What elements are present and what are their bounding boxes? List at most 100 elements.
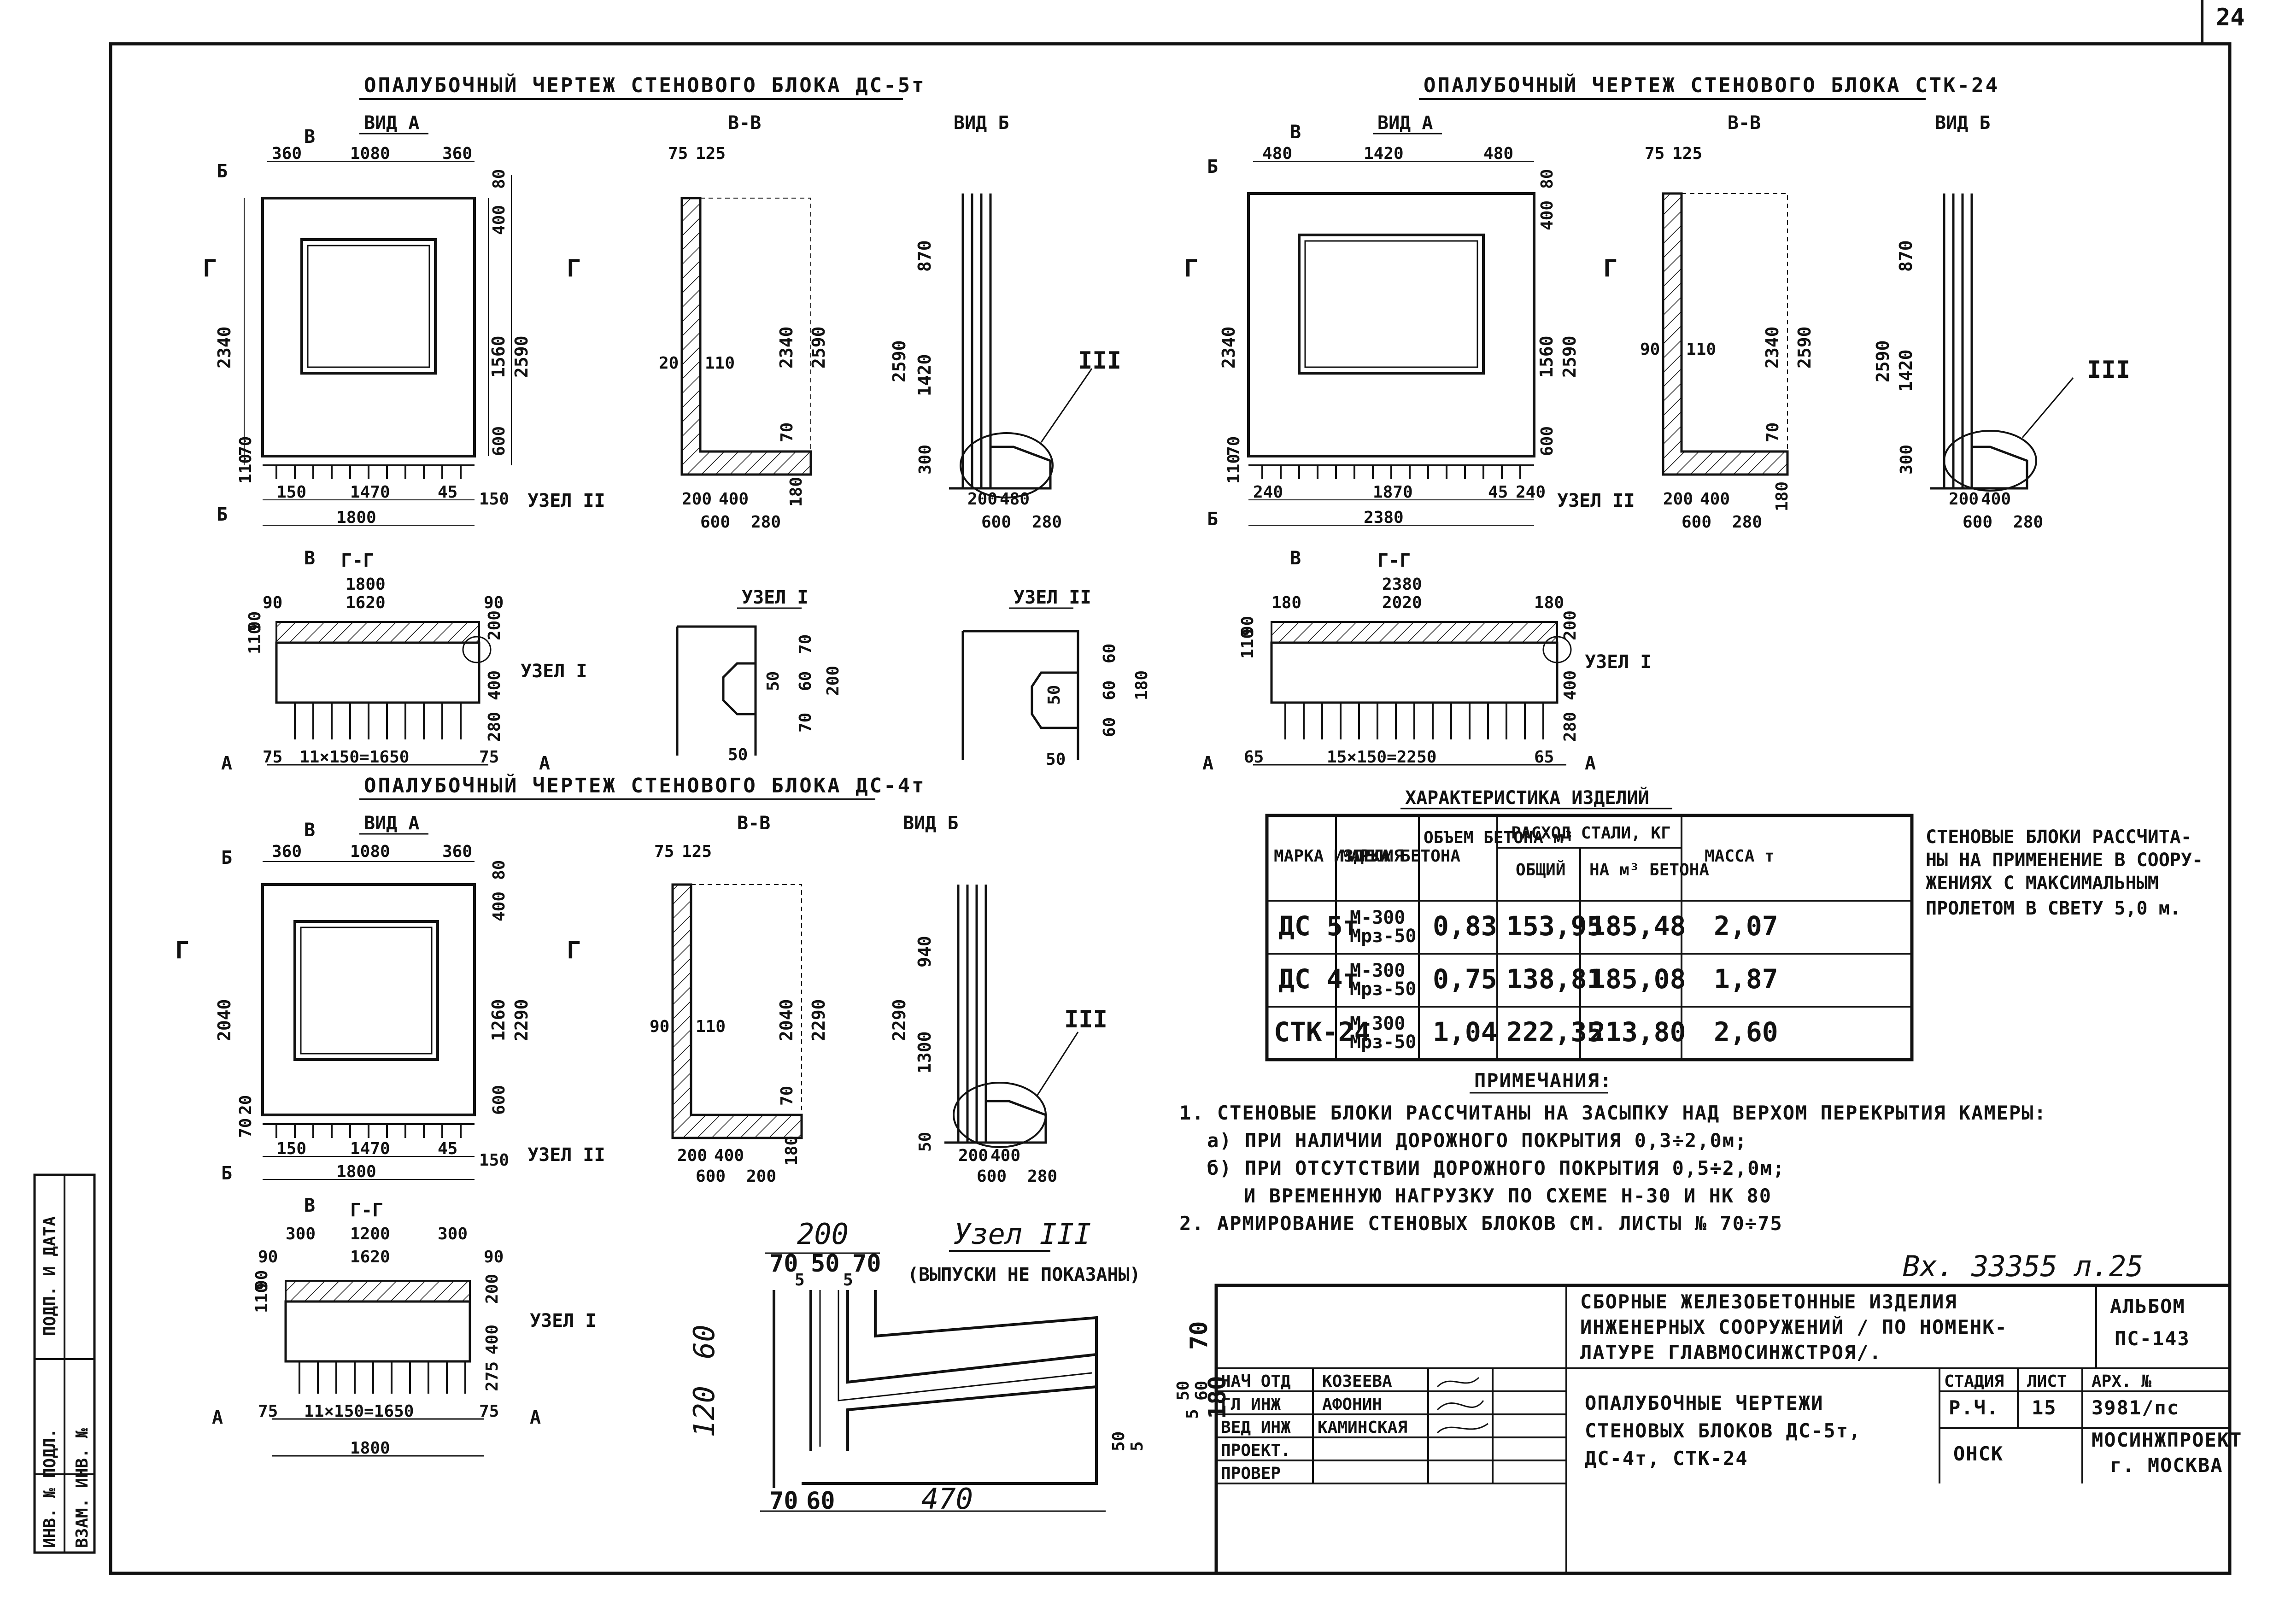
dimension-label: 300 bbox=[916, 445, 935, 475]
dimension-label: 65 bbox=[1244, 748, 1264, 767]
dimension-label: 5 bbox=[1183, 1409, 1202, 1419]
dimension-label: ВИД А bbox=[364, 813, 419, 834]
dimension-label: 138,81 bbox=[1506, 963, 1603, 995]
stk24-drawing: ОПАЛУБОЧНЫЙ ЧЕРТЕЖ СТЕНОВОГО БЛОКА СТК-2… bbox=[1184, 73, 2130, 774]
row3-mark: СТК-24 bbox=[1274, 1016, 1371, 1048]
signature-2 bbox=[1436, 1400, 1484, 1411]
dimension-label: Г bbox=[175, 937, 189, 964]
dimension-label: 110 bbox=[236, 454, 255, 484]
dimension-label: В-В bbox=[737, 813, 770, 834]
dimension-label: 280 bbox=[751, 513, 781, 532]
dimension-label: 2. АРМИРОВАНИЕ СТЕНОВЫХ БЛОКОВ СМ. ЛИСТЫ… bbox=[1179, 1212, 1783, 1235]
dimension-label: Г bbox=[1603, 255, 1617, 282]
ds4t-drawing: ОПАЛУБОЧНЫЙ ЧЕРТЕЖ СТЕНОВОГО БЛОКА ДС-4т… bbox=[175, 773, 1107, 1458]
dimension-label: 2340 bbox=[1219, 326, 1239, 369]
dimension-label: 75 bbox=[668, 144, 688, 163]
dimension-label: В bbox=[304, 820, 315, 841]
dimension-label: А bbox=[221, 753, 232, 774]
ds5t-title: ОПАЛУБОЧНЫЙ ЧЕРТЕЖ СТЕНОВОГО БЛОКА ДС-5т bbox=[364, 73, 926, 97]
dimension-label: 75 bbox=[479, 1402, 499, 1421]
dimension-label: 400 bbox=[490, 205, 509, 235]
dimension-label: ГЛ ИНЖ bbox=[1221, 1395, 1281, 1414]
dimension-label: 213,80 bbox=[1589, 1016, 1686, 1048]
dimension-label: РАСХОД СТАЛИ, КГ bbox=[1511, 824, 1671, 843]
dimension-label: 2040 bbox=[776, 999, 797, 1041]
dimension-label: 70 bbox=[1225, 436, 1243, 456]
side-stamp-2: ПОДП. И ДАТА bbox=[41, 1216, 59, 1336]
dimension-label: 90 bbox=[1238, 616, 1257, 636]
row1-mark: ДС 5т bbox=[1278, 910, 1359, 942]
dimension-label: 600 bbox=[700, 513, 730, 532]
stk24-title: ОПАЛУБОЧНЫЙ ЧЕРТЕЖ СТЕНОВОГО БЛОКА СТК-2… bbox=[1424, 73, 1999, 97]
dimension-label: 45 bbox=[1488, 483, 1508, 502]
dimension-label: 70 bbox=[796, 713, 815, 733]
dimension-label: 90 bbox=[650, 1017, 669, 1036]
dimension-label: 360 bbox=[272, 144, 302, 163]
stk24-uzel2-label: УЗЕЛ II bbox=[1557, 490, 1635, 511]
dimension-label: Мрз-50 bbox=[1350, 1032, 1417, 1053]
dimension-label: 65 bbox=[1534, 748, 1554, 767]
dimension-label: 150 bbox=[276, 483, 306, 502]
dimension-label: 200 bbox=[483, 1274, 502, 1304]
uzel1-drawing: УЗЕЛ I 70 60 70 200 50 50 bbox=[676, 587, 843, 764]
dimension-label: 110 bbox=[246, 624, 264, 654]
ds5t-uzel2-label: УЗЕЛ II bbox=[527, 490, 605, 511]
dimension-label: ВИД Б bbox=[1935, 112, 1990, 134]
dimension-label: 275 bbox=[483, 1361, 502, 1391]
ds4t-uzel2-label: УЗЕЛ II bbox=[527, 1144, 605, 1166]
dimension-label: 280 bbox=[1027, 1167, 1057, 1186]
dimension-label: 60 bbox=[687, 1325, 721, 1359]
dimension-label: 70 bbox=[236, 1118, 255, 1138]
dimension-label: 2380 bbox=[1382, 575, 1422, 594]
dimension-label: В bbox=[304, 126, 315, 147]
dimension-label: 90 bbox=[1640, 340, 1660, 359]
dimension-label: В-В bbox=[1728, 112, 1761, 134]
dimension-label: 1800 bbox=[350, 1439, 390, 1458]
dimension-label: 70 bbox=[778, 1086, 797, 1106]
dimension-label: 1800 bbox=[346, 575, 386, 594]
dimension-label: 125 bbox=[1672, 144, 1702, 163]
dimension-label: 2290 bbox=[511, 999, 532, 1041]
title-block: СБОРНЫЕ ЖЕЛЕЗОБЕТОННЫЕ ИЗДЕЛИЯ ИНЖЕНЕРНЫ… bbox=[1214, 1284, 2241, 1575]
dimension-label: 110 bbox=[696, 1017, 726, 1036]
dimension-label: СБОРНЫЕ ЖЕЛЕЗОБЕТОННЫЕ ИЗДЕЛИЯ bbox=[1580, 1290, 1957, 1313]
dimension-label: 1. СТЕНОВЫЕ БЛОКИ РАССЧИТАНЫ НА ЗАСЫПКУ … bbox=[1179, 1102, 2047, 1124]
signature-3 bbox=[1436, 1423, 1488, 1434]
dimension-label: 60 bbox=[796, 671, 815, 691]
dimension-label: 600 bbox=[1538, 426, 1557, 456]
inventory-number: Вх. 33355 л.25 bbox=[1903, 1249, 2144, 1283]
dimension-label: 180 bbox=[1132, 670, 1151, 700]
dimension-label: 1470 bbox=[350, 1139, 390, 1158]
dimension-label: КАМИНСКАЯ bbox=[1318, 1418, 1407, 1437]
dimension-label: АРХ. № bbox=[2092, 1372, 2151, 1391]
dimension-label: 70 bbox=[236, 436, 255, 456]
dimension-label: 60 bbox=[1100, 680, 1119, 700]
dimension-label: 153,95 bbox=[1506, 910, 1603, 942]
dimension-label: Г bbox=[567, 255, 581, 282]
dimension-label: 400 bbox=[1981, 490, 2011, 509]
dimension-label: 50 bbox=[916, 1132, 935, 1152]
dimension-label: 200 bbox=[485, 610, 504, 640]
dimension-label: 870 bbox=[914, 240, 935, 272]
signature-1 bbox=[1436, 1377, 1480, 1388]
dimension-label: НА м³ БЕТОНА bbox=[1589, 861, 1709, 879]
dimension-label: 110 bbox=[252, 1283, 271, 1313]
dimension-label: ВЕД ИНЖ bbox=[1221, 1418, 1291, 1437]
dimension-label: 200 bbox=[824, 666, 843, 696]
side-stamp: ВЗАМ. ИНВ. № ПОДП. И ДАТА ИНВ. № ПОДЛ. bbox=[33, 1173, 96, 1554]
dimension-label: 222,35 bbox=[1506, 1016, 1603, 1048]
dimension-label: ВИД Б bbox=[903, 813, 958, 834]
dimension-label: (ВЫПУСКИ НЕ ПОКАЗАНЫ) bbox=[908, 1264, 1141, 1285]
notes: ПРИМЕЧАНИЯ: 1. СТЕНОВЫЕ БЛОКИ РАССЧИТАНЫ… bbox=[1179, 1069, 2047, 1235]
dimension-label: 50 bbox=[1109, 1431, 1128, 1451]
dimension-label: ОПАЛУБОЧНЫЕ ЧЕРТЕЖИ bbox=[1585, 1392, 1823, 1414]
dimension-label: СТАДИЯ bbox=[1944, 1372, 2004, 1391]
dimension-label: 2590 bbox=[1559, 335, 1580, 378]
dimension-label: III bbox=[1064, 1006, 1107, 1033]
dimension-label: ПРОЛЕТОМ В СВЕТУ 5,0 м. bbox=[1926, 898, 2181, 919]
dimension-label: 150 bbox=[479, 1151, 509, 1170]
dimension-label: 180 bbox=[787, 477, 806, 507]
dimension-label: 2380 bbox=[1364, 508, 1404, 527]
dimension-label: 180 bbox=[1534, 593, 1564, 612]
dimension-label: 2590 bbox=[1873, 340, 1893, 382]
